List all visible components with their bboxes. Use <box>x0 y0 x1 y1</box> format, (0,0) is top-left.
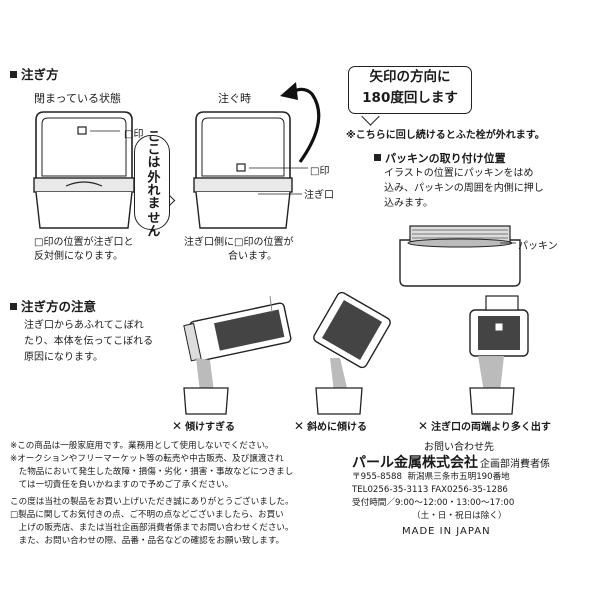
contact-details: 〒955-8588 新潟県三条市五明190番地 TEL0256-35-3113 … <box>352 472 515 521</box>
mark-label-open: □印 <box>310 166 330 177</box>
packing-title: パッキンの取り付け位置 <box>374 150 506 166</box>
rotation-arrow-icon <box>280 82 321 163</box>
open-container-illustration <box>193 111 308 229</box>
case-overflow: ✕注ぎ口の両端より多く出す <box>418 419 551 433</box>
cross-icon: ✕ <box>418 419 429 433</box>
pouring-state-label: 注ぐ時 <box>218 92 251 105</box>
spout-label: 注ぎ口 <box>304 190 334 201</box>
case-overtilt: ✕傾けすぎる <box>172 419 236 433</box>
contact-heading: お問い合わせ先 <box>424 442 494 453</box>
packing-instructions: イラストの位置にパッキンをはめ 込み、パッキンの周囲を内側に押し 込みます。 <box>384 168 544 209</box>
packing-container-illustration <box>399 225 521 287</box>
cross-icon: ✕ <box>172 419 183 433</box>
diagonal-tilt-illustration <box>313 291 391 415</box>
packing-label: パッキン <box>518 241 558 252</box>
open-caption: 注ぎ口側に□印の位置が 合います。 <box>184 237 294 262</box>
overflow-spout-illustration <box>469 295 529 415</box>
caution-illustrations <box>183 291 529 415</box>
overtilt-illustration <box>183 295 292 415</box>
cross-icon: ✕ <box>294 419 305 433</box>
usage-warnings: ※この商品は一般家庭用です。業務用として使用しないでください。 ※オークションや… <box>10 441 294 490</box>
caution-description: 注ぎ口からあふれてこぼれ たり、本体を伝ってこぼれる 原因になります。 <box>24 320 154 363</box>
thanks-message: この度は当社の製品をお買い上げいただき誠にありがとうございました。 □製品に関し… <box>10 497 294 546</box>
company-name: パール金属株式会社企画部消費者係 <box>352 455 550 471</box>
closed-state-label: 閉まっている状態 <box>34 92 122 105</box>
closed-container-illustration <box>33 111 135 229</box>
section-title-caution: 注ぎ方の注意 <box>10 296 96 315</box>
cannot-detach-bubble: ここは 外れま せん <box>134 129 170 237</box>
case-diagonal: ✕斜めに傾ける <box>294 419 368 433</box>
mark-label-closed: □印 <box>124 129 144 140</box>
made-in-japan: MADE IN JAPAN <box>402 526 491 537</box>
section-title-pouring: 注ぎ方 <box>10 64 59 83</box>
rotate-instruction-callout: 矢印の方向に 180度回します <box>348 66 472 114</box>
closed-caption: □印の位置が注ぎ口と 反対側になります。 <box>34 237 134 262</box>
rotation-warning: ※こちらに回し続けるとふた栓が外れます。 <box>346 130 545 141</box>
